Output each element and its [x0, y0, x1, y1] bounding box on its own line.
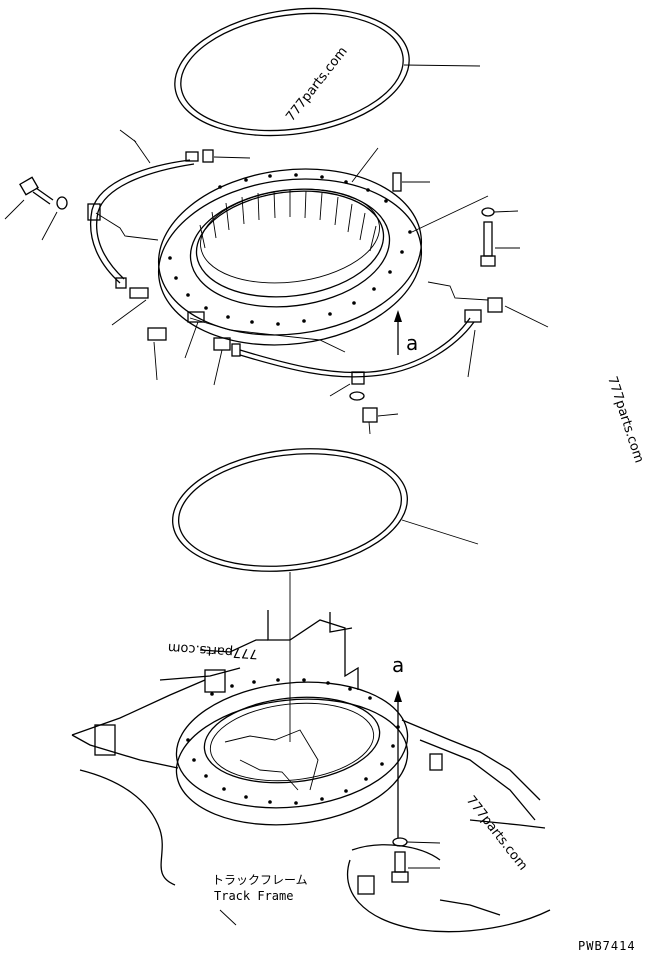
upper-seal-ring: [174, 7, 481, 137]
bolt-left: [4, 176, 68, 241]
grease-hose-left: [87, 129, 251, 299]
arrow-a-lower: a: [391, 653, 441, 883]
pin-right: [392, 172, 520, 267]
lower-seal-ring: [172, 448, 479, 742]
arrow-a-upper: a: [394, 310, 418, 355]
figure-code: PWB7414: [578, 939, 636, 953]
swing-bearing: [157, 147, 489, 346]
callout-letter-upper: a: [406, 331, 418, 355]
grease-fitting-cluster: [111, 281, 549, 435]
track-frame-label-jp: トラックフレーム: [212, 873, 308, 887]
watermark-3: 777parts.com: [167, 640, 258, 661]
watermark-1: 777parts.com: [283, 44, 350, 124]
watermark-2: 777parts.com: [604, 375, 646, 465]
callout-letter-lower: a: [392, 653, 404, 677]
watermark-4: 777parts.com: [463, 793, 530, 873]
track-frame: [71, 610, 551, 933]
track-frame-label-en: Track Frame: [214, 889, 293, 903]
